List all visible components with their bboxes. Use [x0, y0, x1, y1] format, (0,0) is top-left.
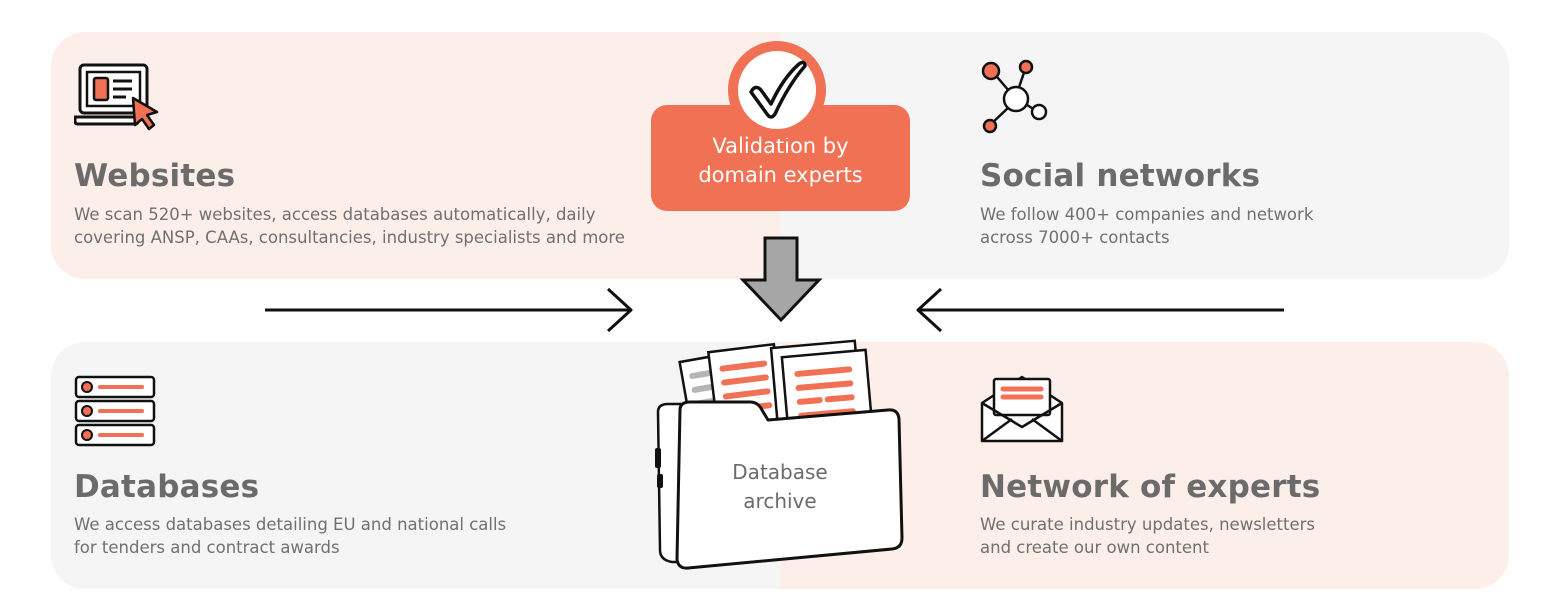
databases-title: Databases: [74, 469, 260, 505]
databases-section: Databases We access databases detailing …: [74, 375, 634, 565]
social-desc-line-1: We follow 400+ companies and network: [980, 205, 1314, 224]
social-networks-section: Social networks We follow 400+ companies…: [980, 58, 1480, 252]
left-arrow: [916, 287, 1284, 333]
archive-line-1: Database: [732, 460, 828, 484]
social-networks-description: We follow 400+ companies and network acr…: [980, 203, 1313, 249]
envelope-letter-icon: [980, 375, 1064, 443]
laptop-cursor-icon: [74, 63, 159, 131]
websites-section: Websites We scan 520+ websites, access d…: [74, 62, 674, 252]
databases-desc-line-2: for tenders and contract awards: [74, 538, 340, 557]
websites-description: We scan 520+ websites, access databases …: [74, 203, 625, 249]
network-nodes-icon: [981, 59, 1048, 134]
server-stack-icon: [74, 375, 156, 447]
archive-line-2: archive: [743, 489, 817, 513]
network-of-experts-description: We curate industry updates, newsletters …: [980, 513, 1315, 559]
social-desc-line-2: across 7000+ contacts: [980, 228, 1170, 247]
websites-desc-line-2: covering ANSP, CAAs, consultancies, indu…: [74, 228, 625, 247]
network-of-experts-title: Network of experts: [980, 469, 1321, 505]
right-arrow: [265, 287, 633, 333]
down-arrow: [739, 236, 823, 323]
folder-documents-icon: [655, 339, 904, 570]
databases-desc-line-1: We access databases detailing EU and nat…: [74, 515, 507, 534]
checkmark-icon: [728, 41, 826, 139]
websites-desc-line-1: We scan 520+ websites, access databases …: [74, 205, 596, 224]
experts-desc-line-2: and create our own content: [980, 538, 1209, 557]
validation-box: Validation by domain experts: [651, 105, 910, 211]
social-networks-title: Social networks: [980, 158, 1261, 194]
database-archive-label: Database archive: [690, 458, 870, 516]
websites-title: Websites: [74, 158, 236, 194]
network-of-experts-section: Network of experts We curate industry up…: [980, 375, 1480, 565]
databases-description: We access databases detailing EU and nat…: [74, 513, 506, 559]
experts-desc-line-1: We curate industry updates, newsletters: [980, 515, 1315, 534]
validation-line-2: domain experts: [698, 163, 863, 187]
